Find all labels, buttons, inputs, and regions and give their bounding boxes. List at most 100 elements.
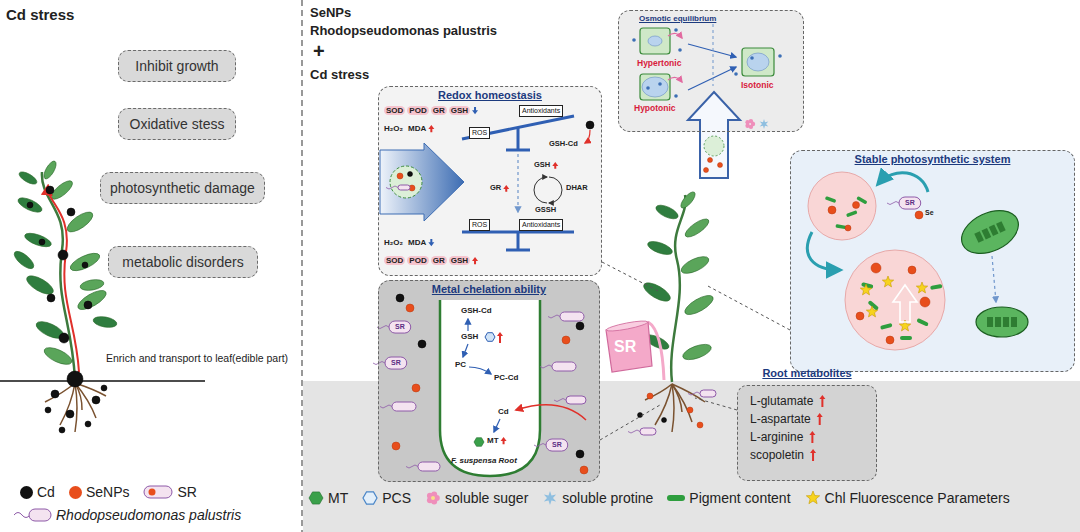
bacterium <box>398 185 410 190</box>
shift-arrow <box>517 154 518 212</box>
legend-label: soluble suger <box>445 490 528 506</box>
uptake-arrow <box>688 92 740 178</box>
cd-particle <box>408 172 413 177</box>
root <box>672 384 682 412</box>
enzyme-pill: SOD <box>384 106 405 115</box>
leader-line <box>695 398 737 410</box>
cd-particle <box>84 301 92 309</box>
box-label: ROS <box>472 128 487 138</box>
flagellum <box>548 315 560 318</box>
pigment-bar <box>880 323 893 330</box>
cd-particle <box>576 450 584 458</box>
bacterium-label: SR <box>905 199 915 207</box>
bacterium <box>640 428 656 435</box>
complex-label: GSH-Cd <box>549 140 578 149</box>
cd-particle <box>47 294 55 302</box>
legend-item: soluble protine <box>542 490 653 506</box>
legend-icon <box>362 490 378 506</box>
thylakoid-stack <box>974 231 984 243</box>
legend-label: Rhodopseudomonas palustris <box>56 507 241 523</box>
effect-box: photosynthetic damage <box>100 172 265 204</box>
cd-particle <box>58 250 68 260</box>
cycle-arrow <box>549 177 562 203</box>
marker-label: MDA <box>408 124 426 133</box>
enzyme-pill: GR <box>431 106 447 115</box>
legend-icon <box>12 507 52 523</box>
treatment-arrow <box>380 143 464 221</box>
leaf <box>682 292 716 318</box>
pigment-bar <box>846 210 858 217</box>
metal-label: Cd <box>498 407 509 416</box>
leaf <box>679 190 698 210</box>
senp-particle <box>908 266 916 274</box>
cd-particle <box>46 186 54 194</box>
solute-dot <box>674 28 678 32</box>
legend-label: PCS <box>382 490 411 506</box>
mt-symbol <box>309 492 323 504</box>
solute-dot <box>674 94 678 98</box>
cycle-label: GR <box>490 184 501 193</box>
chloroplast <box>976 307 1028 337</box>
legend-row: Rhodopseudomonas palustris <box>12 507 241 523</box>
bacterium <box>700 390 716 397</box>
marker-label: MDA <box>408 238 426 247</box>
senp-particle <box>697 422 703 428</box>
leaf-cell <box>808 172 876 240</box>
flagellum <box>540 365 552 368</box>
senp-particle <box>562 336 570 344</box>
senp-particle <box>886 336 894 344</box>
pathway-arrow <box>467 319 468 331</box>
solute-dot <box>678 48 682 52</box>
bacterium <box>392 402 416 411</box>
senp-particle <box>915 211 923 219</box>
pcs-symbol <box>485 333 495 342</box>
flagellum <box>628 430 640 433</box>
effect-box: Inhibit growth <box>118 50 236 82</box>
solute-dot <box>778 54 782 58</box>
legend-icon <box>542 490 558 506</box>
bacterium <box>29 509 51 521</box>
leader-line <box>602 262 660 292</box>
fluorescence-star <box>860 284 871 295</box>
chelator-label: PC <box>455 360 466 369</box>
cd-particle <box>45 407 51 413</box>
senp-particle <box>920 297 930 307</box>
sugar-petal <box>749 119 753 123</box>
box-label: ROS <box>472 220 487 230</box>
leaf <box>64 208 95 235</box>
box-label: Oxidative stess <box>130 116 225 133</box>
vacuole <box>747 53 769 71</box>
cd-particle <box>66 410 74 418</box>
box-label: Antioxidants <box>522 220 560 230</box>
legend-item: SR <box>143 484 196 500</box>
protein-symbol <box>760 119 769 129</box>
metabolite-panel: Root metabolitesL-glutamateL-aspartateL-… <box>737 385 877 481</box>
pathway-arrow <box>494 419 500 432</box>
balance-box: Antioxidants <box>519 105 563 117</box>
cd-particle <box>59 427 65 433</box>
senp-particle <box>406 304 414 312</box>
organ-label: F. suspensa Root <box>451 456 517 465</box>
panel-title: Cd stress <box>6 6 74 23</box>
leaf <box>641 279 673 304</box>
legend-item: SeNPs <box>69 484 130 500</box>
cd-particle <box>27 202 33 208</box>
legend-icon <box>425 490 441 506</box>
binding-arrow <box>585 130 590 143</box>
leaf <box>23 231 53 250</box>
cell-outline <box>390 166 422 198</box>
cd-particle <box>396 294 404 302</box>
cd-particle <box>51 390 59 398</box>
senp-particle <box>687 407 693 413</box>
state-label: Isotonic <box>741 81 774 91</box>
panel-heading: Metal chelation ability <box>432 283 546 296</box>
legend-swatch <box>69 486 82 499</box>
cycle-arrow <box>534 177 547 203</box>
leaf <box>16 195 44 215</box>
fluorescence-star <box>916 282 927 293</box>
leaf <box>654 202 680 221</box>
uptake-arrow <box>516 405 586 420</box>
beaker-label: SR <box>614 338 636 356</box>
thylakoid-stack <box>1011 317 1017 327</box>
fluorescence-star <box>882 276 893 287</box>
